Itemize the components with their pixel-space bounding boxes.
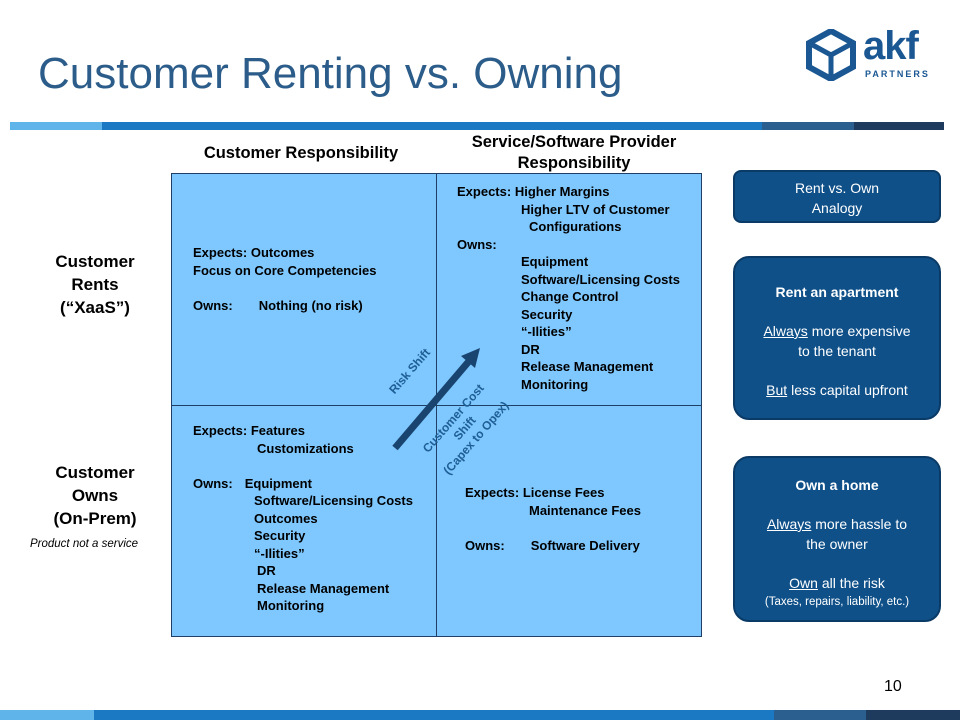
bottom-divider-bar — [0, 710, 960, 720]
column-header-customer: Customer Responsibility — [203, 144, 399, 162]
top-divider-bar — [0, 122, 944, 130]
cell-rent-provider: Expects: Higher Margins Higher LTV of Cu… — [457, 184, 680, 392]
page-number: 10 — [884, 678, 902, 695]
cell-rent-customer: Expects: Outcomes Focus on Core Competen… — [193, 245, 377, 313]
matrix-horizontal-divider — [171, 405, 702, 406]
cell-own-provider: Expects: License Fees Maintenance Fees O… — [465, 485, 641, 553]
rent-analogy-box: Rent an apartment Always more expensive … — [733, 256, 941, 420]
row-note: Product not a service — [30, 538, 139, 550]
column-header-provider: Service/Software Provider Responsibility — [436, 132, 712, 174]
analogy-header-box: Rent vs. Own Analogy — [733, 170, 941, 223]
logo-name: akf — [863, 24, 919, 68]
own-analogy-box: Own a home Always more hassle to the own… — [733, 456, 941, 622]
column-header-provider-line2: Responsibility — [517, 154, 631, 172]
slide-title: Customer Renting vs. Owning — [38, 49, 623, 98]
row-label-owns: Customer Owns (On-Prem) — [53, 463, 137, 528]
column-header-provider-line1: Service/Software Provider — [471, 133, 677, 151]
logo-subtitle: PARTNERS — [865, 69, 930, 79]
akf-cube-logo-icon — [806, 29, 856, 81]
row-label-rents: Customer Rents (“XaaS”) — [55, 252, 135, 317]
cell-own-customer: Expects: Features Customizations Owns:Eq… — [193, 423, 413, 613]
risk-shift-arrow-icon — [392, 348, 480, 451]
